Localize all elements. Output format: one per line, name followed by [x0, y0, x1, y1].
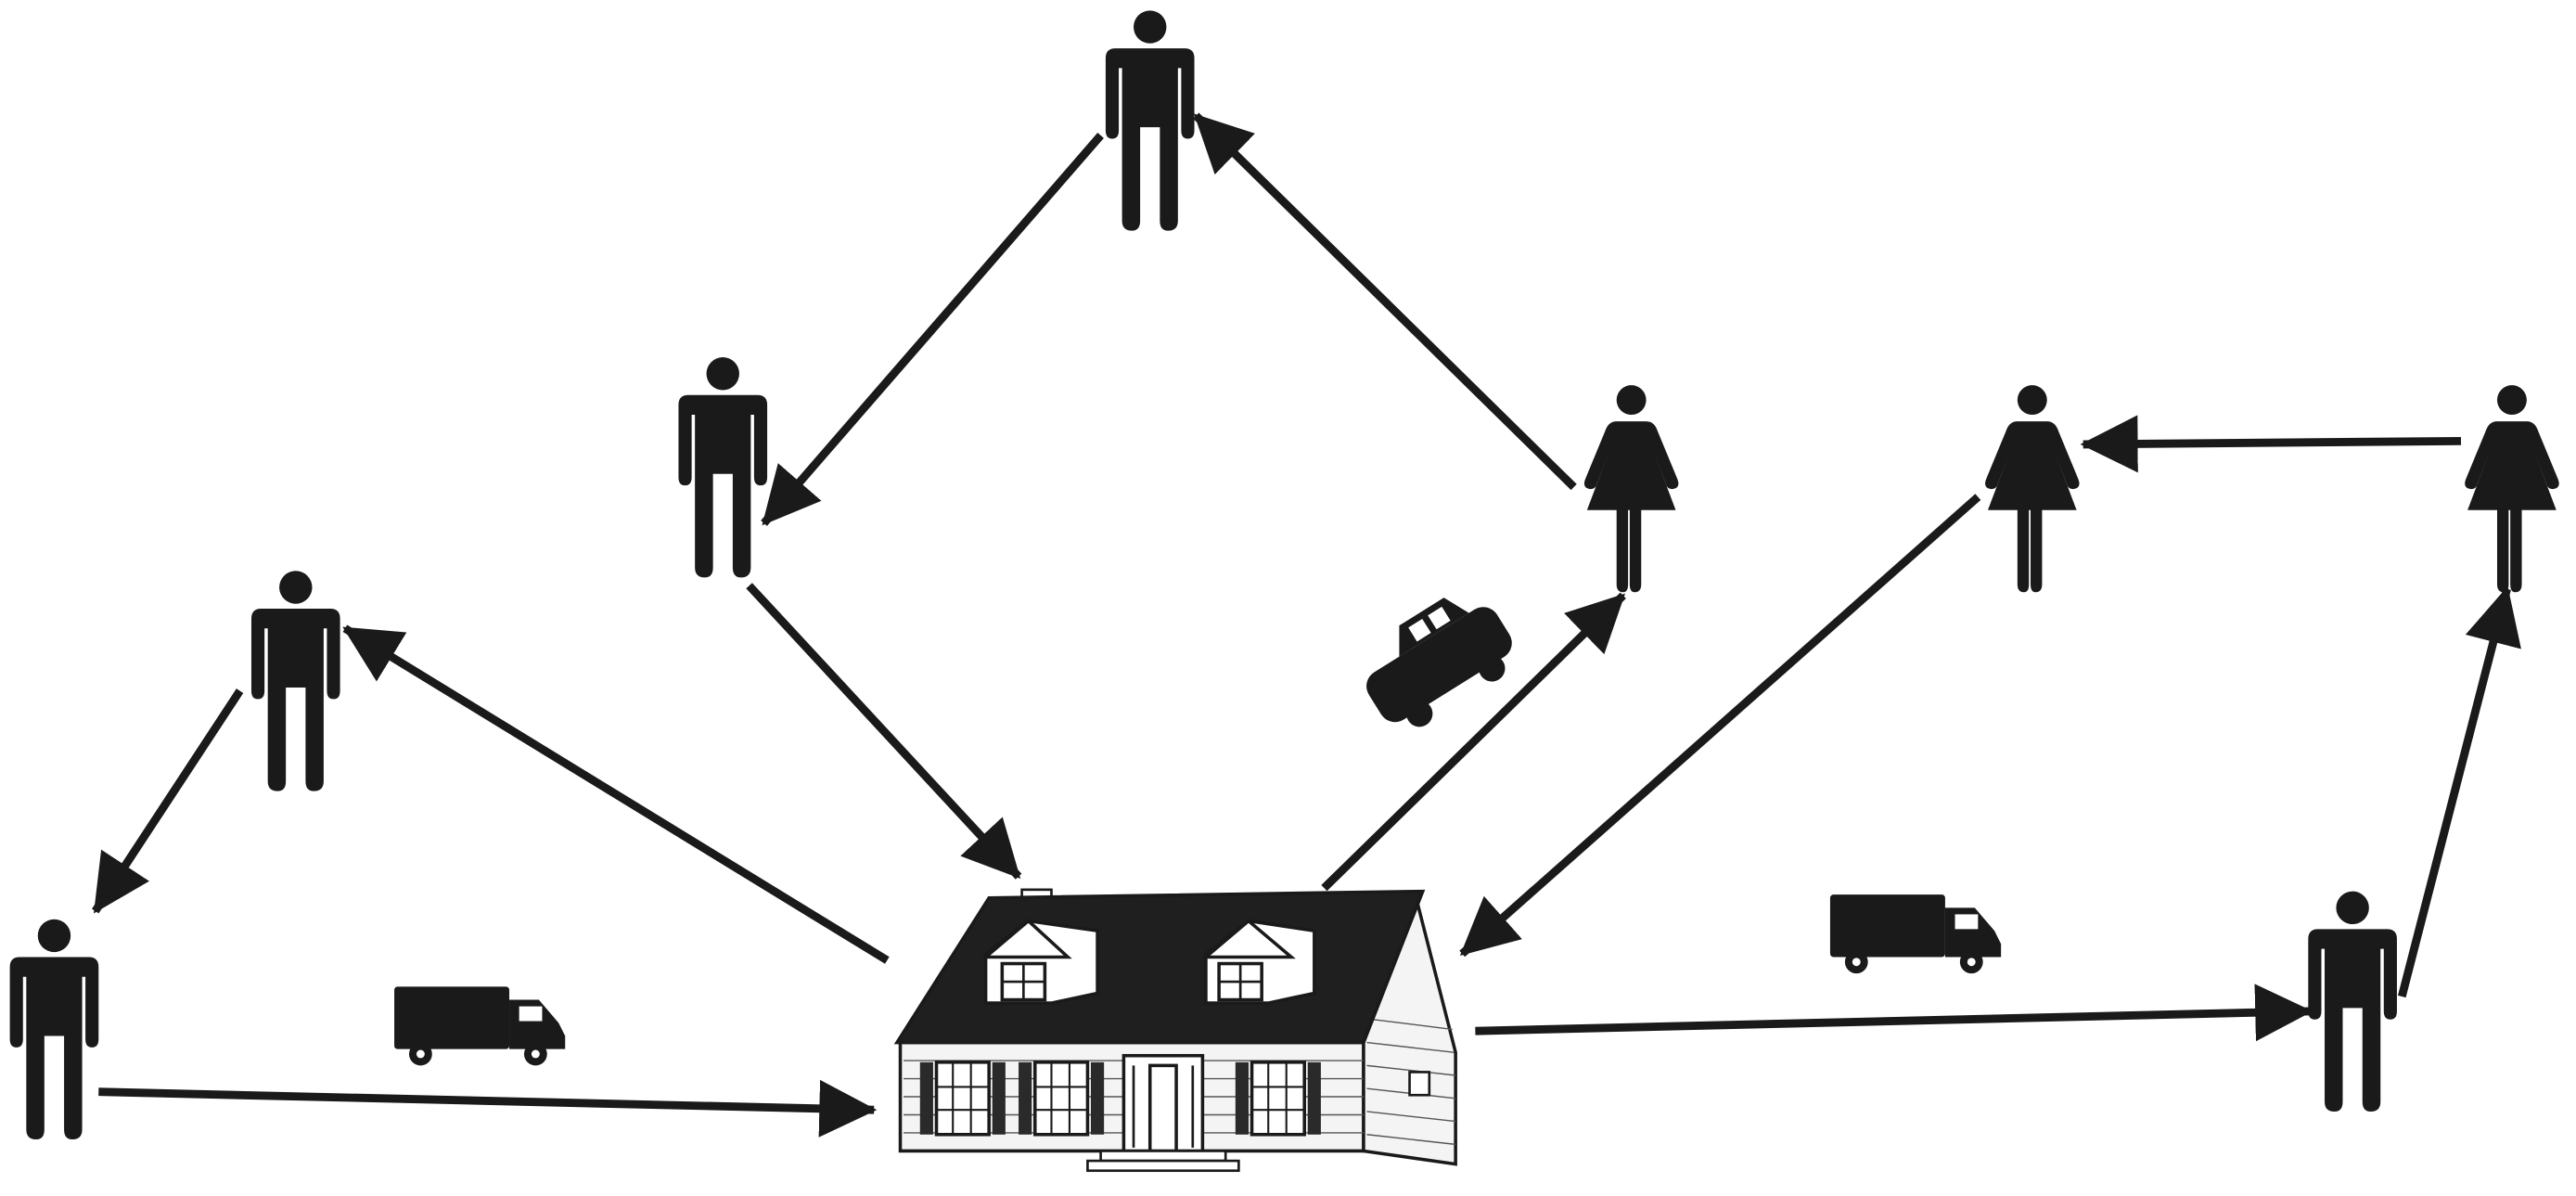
arrow-w2-to-house [1459, 494, 1981, 958]
woman-icon [1985, 385, 2080, 593]
arrow-m3-to-house [746, 583, 1022, 880]
arrow-m2-to-m1 [92, 688, 244, 914]
truck-icon [394, 986, 566, 1066]
man-icon [250, 571, 340, 791]
arrows-layer [92, 112, 2521, 1138]
man-icon [1105, 10, 1195, 231]
arrow-house-to-m5 [1475, 984, 2313, 1042]
arrow-m1-to-house [98, 1079, 878, 1138]
arrow-m5-to-w3 [2397, 585, 2521, 998]
truck-icon [1829, 894, 2002, 974]
woman-icon [1583, 385, 1679, 593]
arrow-w1-to-m4 [1193, 112, 1577, 491]
man-icon [2308, 891, 2397, 1112]
arrow-m4-to-m3 [761, 133, 1104, 526]
man-icon [9, 919, 99, 1140]
house-icon [893, 888, 1457, 1173]
woman-icon [2465, 385, 2559, 593]
arrow-house-to-m2 [342, 624, 890, 964]
arrow-house-to-w1 [1321, 592, 1626, 892]
man-icon [678, 357, 768, 578]
arrow-w3-to-w2 [2080, 415, 2462, 473]
